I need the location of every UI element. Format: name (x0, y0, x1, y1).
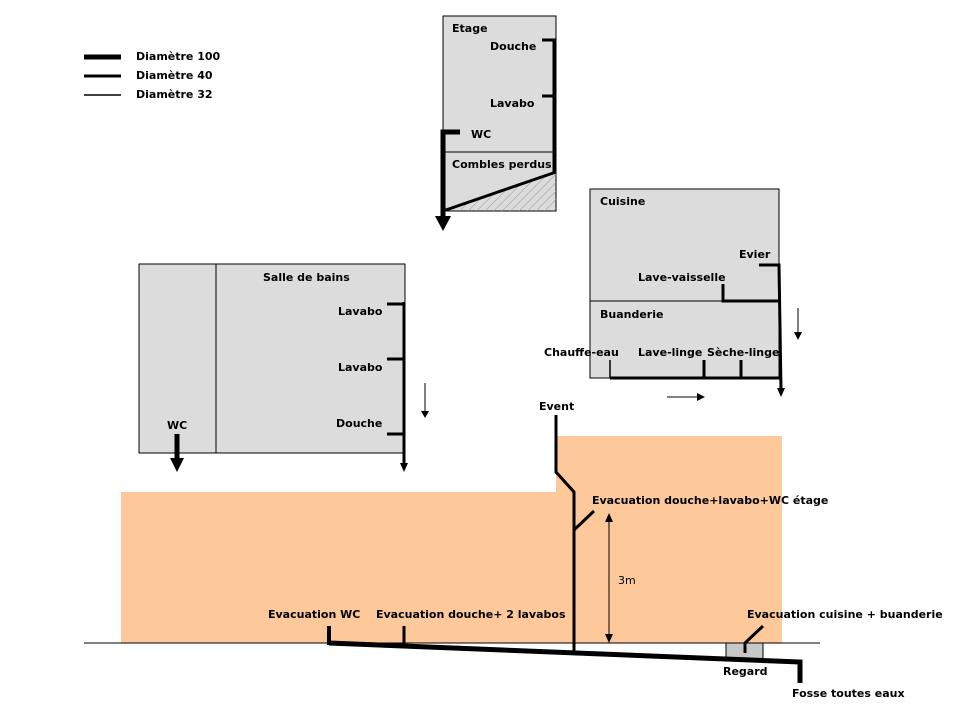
height-label: 3m (618, 574, 636, 587)
evac-wc-label: Evacuation WC (268, 608, 361, 621)
buanderie-title: Buanderie (600, 308, 664, 321)
sdb-wc-arrow (170, 458, 184, 472)
chauffe-eau-label: Chauffe-eau (544, 346, 619, 359)
sdb-down-arrow (400, 463, 408, 472)
legend-label-thick: Diamètre 100 (136, 50, 221, 63)
evier-label: Evier (739, 248, 771, 261)
height-arrow-bottom (605, 634, 613, 643)
sdb-flow-arrow (421, 411, 429, 418)
cuisine-evier-pipe (759, 263, 783, 391)
cuisine-inlet (743, 624, 765, 653)
sdb-wc-label: WC (167, 419, 188, 432)
sdb-douche-label: Douche (336, 417, 383, 430)
regard-label: Regard (723, 665, 768, 678)
lave-vaisselle-label: Lave-vaisselle (638, 271, 726, 284)
fosse-label: Fosse toutes eaux (792, 687, 905, 700)
ground-area (121, 436, 782, 643)
lave-vaisselle-pipe (721, 284, 780, 303)
evac-douche-label: Evacuation douche+ 2 lavabos (376, 608, 566, 621)
etage-title: Etage (452, 22, 488, 35)
room-cuisine (589, 188, 780, 302)
main-stack (554, 415, 576, 652)
cuisine-down-arrow (777, 388, 785, 397)
lave-linge-label: Lave-linge (638, 346, 703, 359)
etage-wc-pipe (440, 129, 460, 218)
etage-down-arrow (435, 216, 451, 231)
attic-slope (442, 170, 557, 213)
height-arrow-top (605, 513, 613, 522)
etage-lavabo-label: Lavabo (490, 97, 535, 110)
event-label: Event (539, 400, 575, 413)
main-collector (328, 640, 803, 683)
etage-wc-label: WC (471, 128, 492, 141)
sdb-lavabo2-label: Lavabo (338, 361, 383, 374)
evac-etage-label: Evacuation douche+lavabo+WC étage (592, 494, 829, 507)
etage-douche-label: Douche (490, 40, 537, 53)
room-sdb-left (138, 263, 217, 454)
buanderie-flow-arrow (697, 393, 705, 401)
room-salle-de-bains (215, 263, 406, 454)
legend-label-medium: Diamètre 40 (136, 69, 213, 82)
combles-label: Combles perdus (452, 158, 552, 171)
legend-label-thin: Diamètre 32 (136, 88, 213, 101)
cuisine-flow-arrow (794, 332, 802, 340)
seche-linge-label: Sèche-linge (707, 346, 780, 359)
room-etage (442, 15, 557, 153)
sdb-title: Salle de bains (263, 271, 350, 284)
etage-inlet (572, 509, 596, 532)
sdb-lavabo1-label: Lavabo (338, 305, 383, 318)
evac-cuisine-label: Evacuation cuisine + buanderie (747, 608, 943, 621)
cuisine-title: Cuisine (600, 195, 646, 208)
